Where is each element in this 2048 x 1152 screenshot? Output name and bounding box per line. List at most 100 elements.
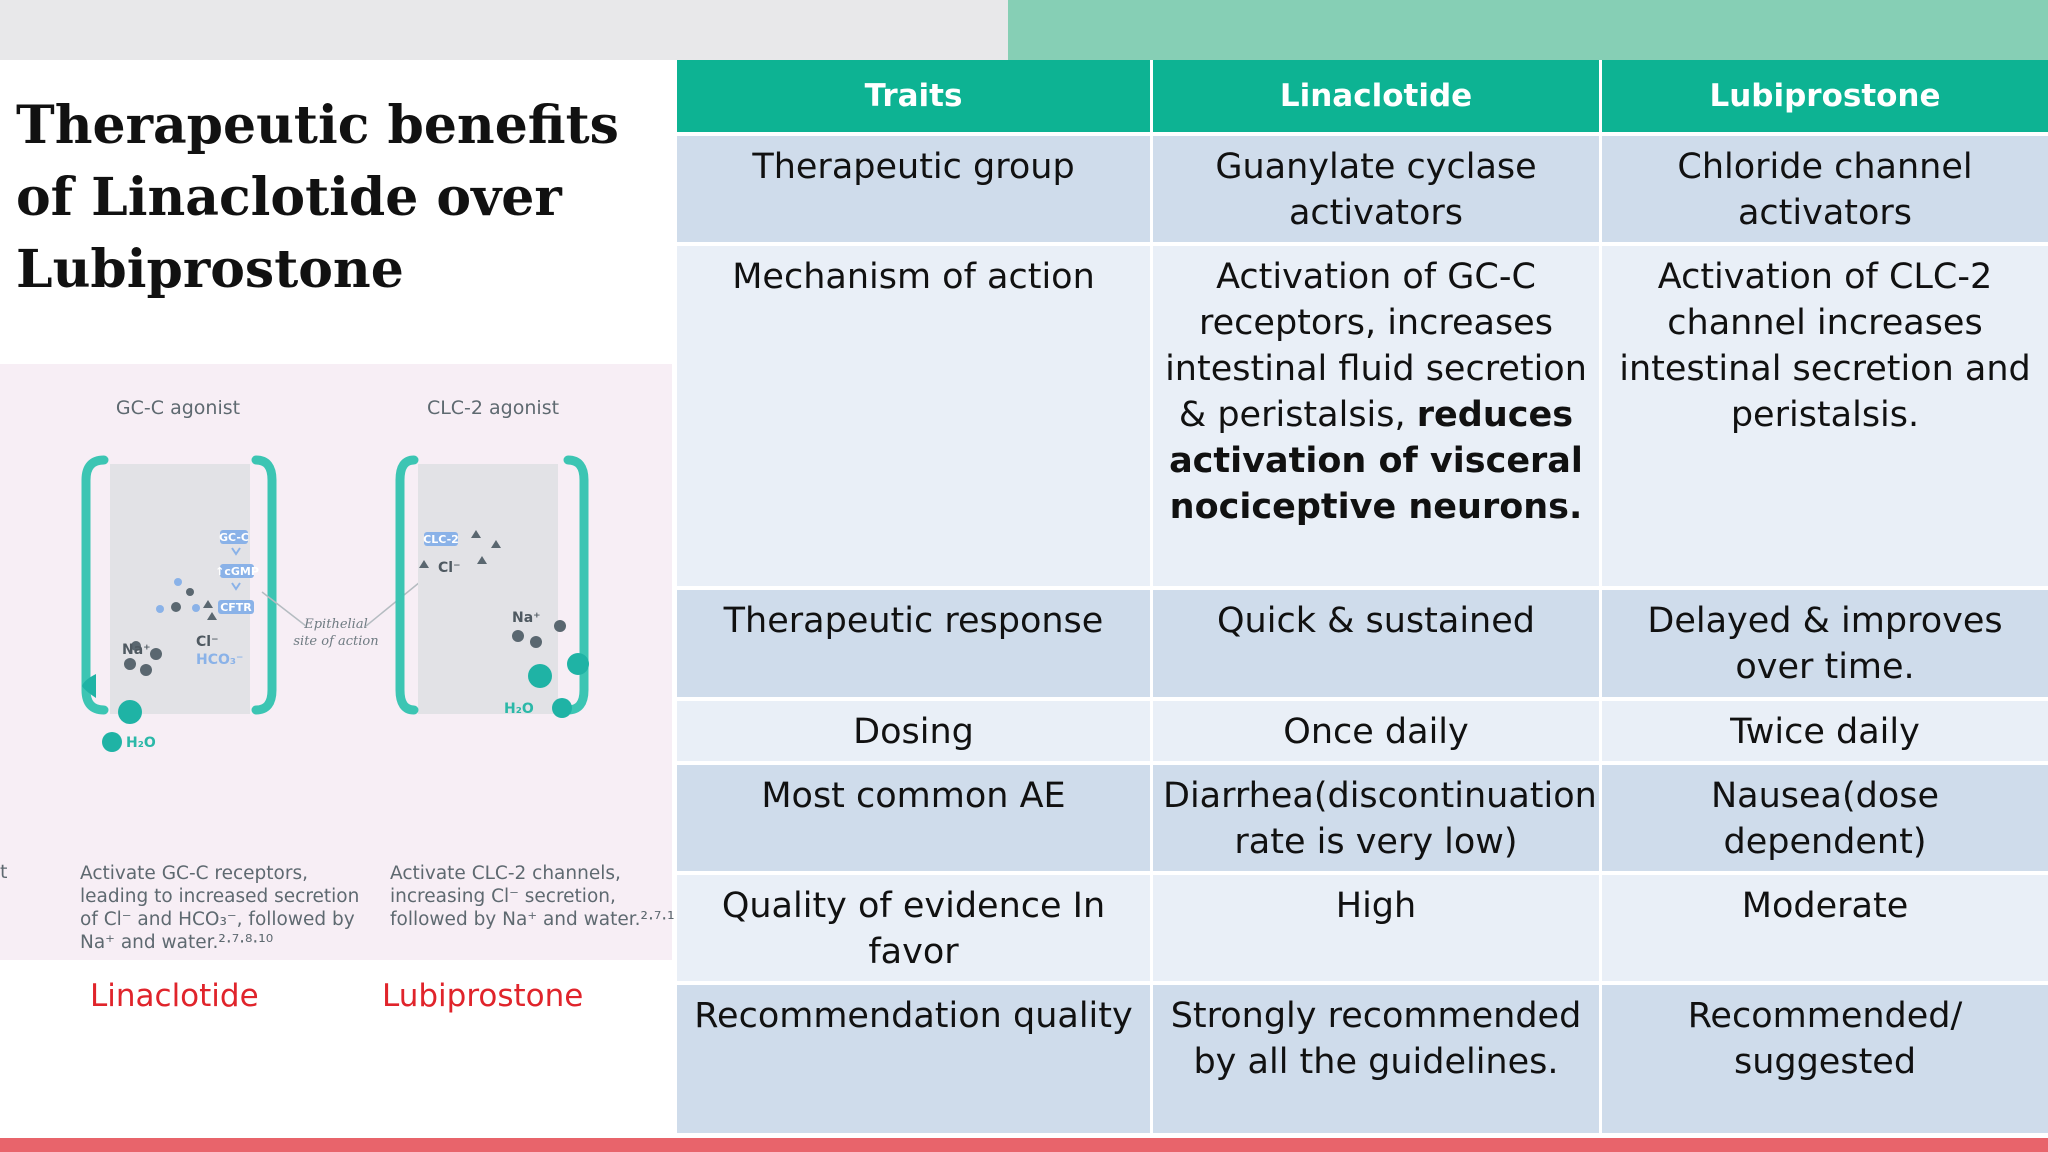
lubiprostone-cell: Activation of CLC-2 channel increases in… bbox=[1599, 244, 2048, 590]
right-caption-line: Activate CLC-2 channels, bbox=[390, 863, 621, 884]
left-wall-left bbox=[81, 455, 109, 715]
arrow-down-icon bbox=[231, 582, 241, 591]
molecule-triangle bbox=[491, 540, 501, 548]
trait-cell: Most common AE bbox=[674, 763, 1153, 875]
molecule-triangle bbox=[203, 600, 213, 608]
molecule-dot bbox=[554, 620, 566, 632]
right-h2o-label: H₂O bbox=[504, 701, 534, 717]
clc2-badge-text: CLC-2 bbox=[423, 533, 459, 546]
lubiprostone-cell: Chloride channel activators bbox=[1599, 134, 2048, 246]
clc2-agonist-label: CLC-2 agonist bbox=[427, 397, 559, 419]
left-hco3-label: HCO₃⁻ bbox=[196, 652, 243, 668]
right-cl-label: Cl⁻ bbox=[438, 560, 460, 576]
molecule-triangle bbox=[471, 530, 481, 538]
right-wall-right bbox=[563, 455, 589, 715]
table-row: Recommendation quality Strongly recommen… bbox=[674, 983, 2048, 1137]
molecule-dot bbox=[512, 630, 524, 642]
left-caption-line: Activate GC-C receptors, bbox=[80, 863, 308, 884]
clc2-badge bbox=[424, 532, 458, 546]
left-caption-line: of Cl⁻ and HCO₃⁻, followed by bbox=[80, 909, 355, 930]
trait-cell: Therapeutic group bbox=[674, 134, 1153, 246]
left-caption: Activate GC-C receptors, leading to incr… bbox=[80, 862, 359, 954]
left-na-label: Na⁺ bbox=[122, 642, 151, 658]
right-caption: Activate CLC-2 channels, increasing Cl⁻ … bbox=[390, 862, 682, 931]
linaclotide-cell: Diarrhea(discontinuation rate is very lo… bbox=[1150, 763, 1602, 875]
cftr-badge-text: CFTR bbox=[220, 601, 252, 614]
molecule-dot bbox=[186, 588, 194, 596]
lubiprostone-cell: Recommended/ suggested bbox=[1599, 983, 2048, 1137]
linaclotide-cell: Activation of GC-C receptors, increases … bbox=[1150, 244, 1602, 590]
right-na-label: Na⁺ bbox=[512, 610, 541, 626]
cgmp-badge-text: ↑cGMP bbox=[215, 565, 259, 578]
linaclotide-cell: Quick & sustained bbox=[1150, 588, 1602, 701]
table-row: Dosing Once daily Twice daily bbox=[674, 699, 2048, 765]
right-wall-left bbox=[395, 455, 419, 715]
epithelial-label: Epithelial bbox=[303, 617, 367, 632]
water-drop bbox=[118, 700, 142, 724]
table-row: Most common AE Diarrhea(discontinuation … bbox=[674, 763, 2048, 875]
right-caption-line: followed by Na⁺ and water.²·⁷·¹⁰ bbox=[390, 909, 682, 930]
molecule-triangle bbox=[477, 556, 487, 564]
lubiprostone-cell: Nausea(dose dependent) bbox=[1599, 763, 2048, 875]
gcc-badge-text: GC-C bbox=[219, 531, 249, 544]
mechanism-text: Activation of GC-C receptors, increases … bbox=[1165, 257, 1587, 435]
table-row: Therapeutic response Quick & sustained D… bbox=[674, 588, 2048, 701]
cftr-badge bbox=[218, 600, 254, 614]
molecule-triangle bbox=[207, 612, 217, 620]
stray-character: t bbox=[0, 861, 7, 883]
left-caption-line: Na⁺ and water.²·⁷·⁸·¹⁰ bbox=[80, 932, 274, 953]
molecule-dot bbox=[174, 578, 182, 586]
molecule-dot bbox=[156, 605, 164, 613]
linaclotide-cell: High bbox=[1150, 873, 1602, 985]
pointer-line bbox=[365, 581, 421, 627]
left-h2o-label: H₂O bbox=[126, 735, 156, 751]
cgmp-badge bbox=[220, 564, 254, 578]
bottom-bar-red bbox=[0, 1138, 2048, 1152]
molecule-dot bbox=[171, 602, 181, 612]
molecule-dot bbox=[530, 636, 542, 648]
table-row: Therapeutic group Guanylate cyclase acti… bbox=[674, 134, 2048, 246]
lubiprostone-cell: Twice daily bbox=[1599, 699, 2048, 765]
header-traits: Traits bbox=[674, 60, 1153, 136]
comparison-table: Traits Linaclotide Lubiprostone Therapeu… bbox=[674, 60, 2048, 1137]
gcc-badge bbox=[220, 530, 248, 544]
top-bar-gray bbox=[0, 0, 1008, 60]
table-row: Mechanism of action Activation of GC-C r… bbox=[674, 244, 2048, 590]
header-lubiprostone: Lubiprostone bbox=[1599, 60, 2048, 136]
right-caption-line: increasing Cl⁻ secretion, bbox=[390, 886, 616, 907]
molecule-dot bbox=[150, 648, 162, 660]
water-drop bbox=[528, 664, 552, 688]
pointer-line bbox=[261, 591, 307, 627]
trait-cell: Recommendation quality bbox=[674, 983, 1153, 1137]
mechanism-bold-text: reduces activation of visceral nocicepti… bbox=[1169, 395, 1583, 527]
top-bar-green bbox=[1008, 0, 2048, 60]
water-drop bbox=[552, 698, 572, 718]
mechanism-diagram: GC-C agonist CLC-2 agonist GC-C ↑cGMP CF… bbox=[0, 397, 589, 883]
table-row: Quality of evidence In favor High Modera… bbox=[674, 873, 2048, 985]
gcc-agonist-label: GC-C agonist bbox=[116, 397, 240, 419]
header-linaclotide: Linaclotide bbox=[1150, 60, 1602, 136]
linaclotide-label: Linaclotide bbox=[90, 978, 259, 1014]
molecule-dot bbox=[192, 604, 200, 612]
molecule-dot bbox=[124, 658, 136, 670]
site-of-action-label: site of action bbox=[293, 634, 378, 649]
slide-title: Therapeutic benefits of Linaclotide over… bbox=[16, 95, 619, 300]
water-drop bbox=[567, 653, 589, 675]
lubiprostone-cell: Moderate bbox=[1599, 873, 2048, 985]
linaclotide-cell: Once daily bbox=[1150, 699, 1602, 765]
left-cl-label: Cl⁻ bbox=[196, 634, 218, 650]
trait-cell: Mechanism of action bbox=[674, 244, 1153, 590]
water-drop bbox=[102, 732, 122, 752]
trait-cell: Dosing bbox=[674, 699, 1153, 765]
linaclotide-cell: Strongly recommended by all the guidelin… bbox=[1150, 983, 1602, 1137]
molecule-triangle bbox=[419, 560, 429, 568]
left-caption-line: leading to increased secretion bbox=[80, 886, 360, 907]
molecule-dot bbox=[140, 664, 152, 676]
molecule-dot bbox=[131, 641, 141, 651]
table-header-row: Traits Linaclotide Lubiprostone bbox=[674, 60, 2048, 136]
linaclotide-cell: Guanylate cyclase activators bbox=[1150, 134, 1602, 246]
trait-cell: Quality of evidence In favor bbox=[674, 873, 1153, 985]
arrow-down-icon bbox=[231, 547, 241, 556]
lubiprostone-cell: Delayed & improves over time. bbox=[1599, 588, 2048, 701]
lubiprostone-label: Lubiprostone bbox=[382, 978, 584, 1014]
